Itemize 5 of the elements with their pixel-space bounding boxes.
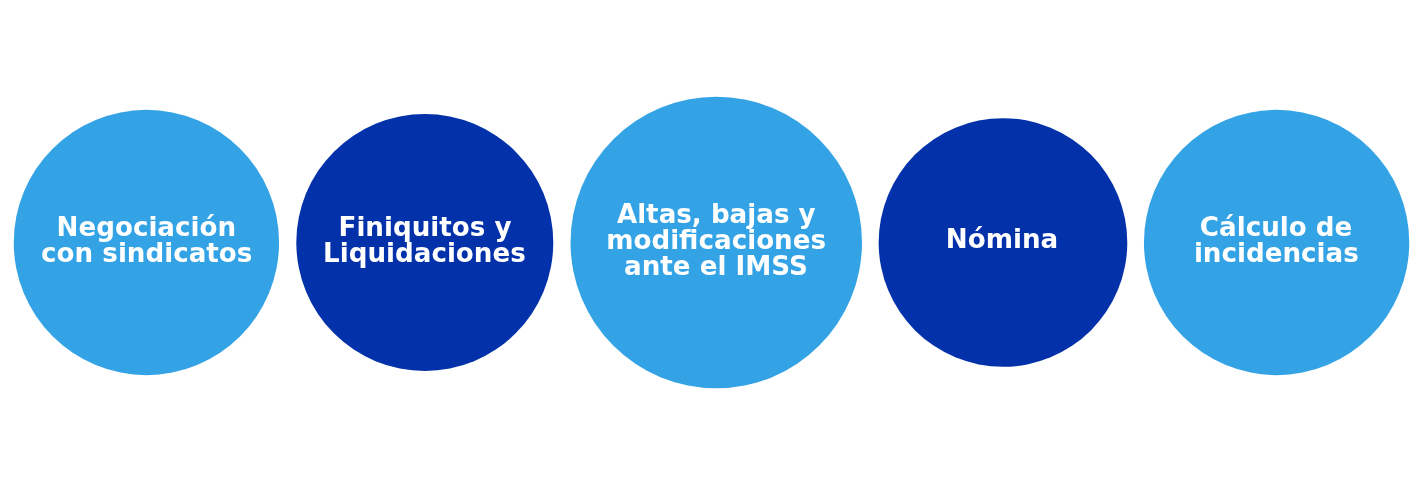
- node-circle: Cálculo de incidencias: [1143, 109, 1409, 375]
- node-circle: Nómina: [878, 117, 1127, 367]
- node-circle: Finiquitos y Liquidaciones: [295, 113, 553, 371]
- node-circle: Altas, bajas y modificaciones ante el IMSS: [570, 96, 862, 388]
- node-circle: Negociación con sindicatos: [13, 109, 279, 375]
